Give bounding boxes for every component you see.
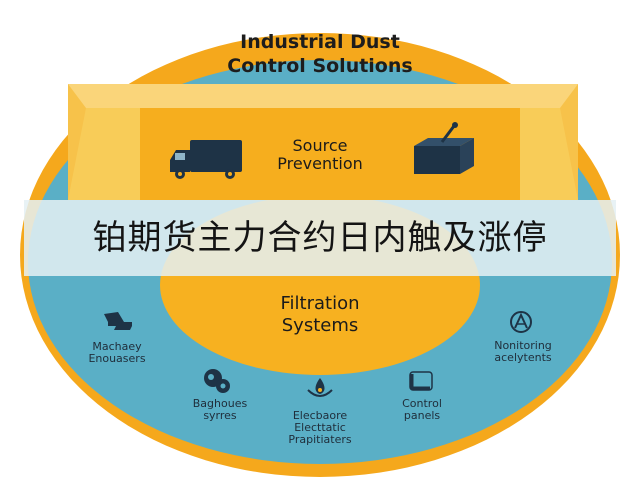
precipitators-line-2: Electtatic (294, 421, 346, 434)
electrostatic-precipitators-label: Elecbaore Electtatic Prapitiaters (270, 410, 370, 446)
machinery-line-1: Machaey (92, 340, 142, 353)
baghouses-line-2: syrres (203, 409, 237, 422)
baghouses-label: Baghoues syrres (170, 398, 270, 422)
precipitators-line-1: Elecbaore (292, 409, 348, 422)
monitor-gauge-icon (510, 311, 532, 333)
machinery-enclosures-label: Machaey Enouasers (62, 341, 172, 365)
precipitator-icon (307, 378, 333, 397)
source-label-line-2: Prevention (277, 154, 363, 173)
monitoring-label: Nonitoring acelytents (468, 340, 578, 364)
machinery-line-2: Enouasers (88, 352, 146, 365)
source-label-line-1: Source (292, 136, 348, 155)
baghouses-line-1: Baghoues (192, 397, 248, 410)
filtration-label-line-2: Systems (281, 315, 359, 336)
control-panel-icon (409, 371, 433, 391)
machine-icon (104, 312, 132, 330)
control-panels-label: Control panels (372, 398, 472, 422)
source-prevention-label: Source Prevention (230, 137, 410, 173)
baghouse-icon (204, 369, 230, 393)
truck-icon (170, 140, 242, 179)
diagram-title: Industrial Dust Control Solutions (170, 30, 470, 78)
control-panels-line-2: panels (403, 409, 441, 422)
monitoring-line-1: Nonitoring (494, 339, 552, 352)
box-lever-icon (414, 122, 474, 174)
monitoring-line-2: acelytents (494, 351, 552, 364)
title-line-1: Industrial Dust (240, 31, 400, 53)
filtration-label-line-1: Filtration (280, 293, 360, 314)
title-line-2: Control Solutions (227, 55, 413, 77)
overlay-banner-text: 铂期货主力合约日内触及涨停 (92, 218, 548, 258)
filtration-systems-label: Filtration Systems (225, 293, 415, 337)
precipitators-line-3: Prapitiaters (288, 433, 352, 446)
control-panels-line-1: Control (402, 397, 442, 410)
overlay-banner (24, 200, 616, 276)
